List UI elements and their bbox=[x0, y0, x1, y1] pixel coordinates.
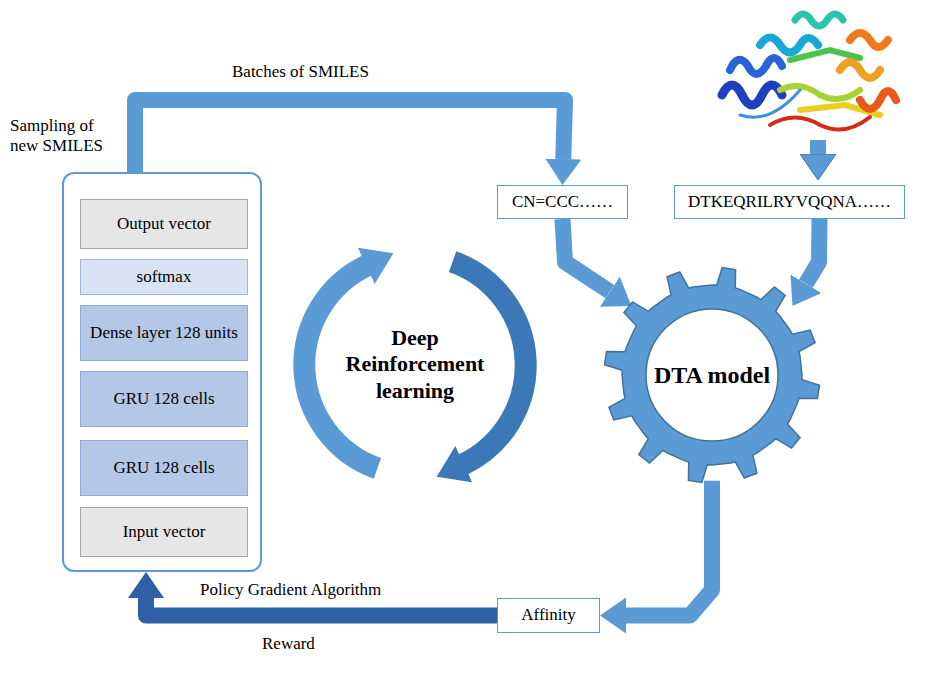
protein-arrow bbox=[810, 140, 826, 154]
box-label: CN=CCC…… bbox=[512, 192, 613, 212]
flow-arrow bbox=[563, 219, 610, 292]
network-panel: Sampling of new SMILESOutput vectorsoftm… bbox=[62, 172, 262, 572]
gear-outline bbox=[604, 267, 819, 482]
layer-box: Input vector bbox=[80, 507, 248, 557]
smiles-box: CN=CCC…… bbox=[497, 185, 628, 219]
layer-box: Output vector bbox=[80, 199, 248, 249]
box-label: GRU 128 cells bbox=[113, 389, 214, 409]
box-label: softmax bbox=[137, 267, 192, 287]
flow-arrow bbox=[135, 100, 565, 172]
box-label: GRU 128 cells bbox=[113, 458, 214, 478]
flow-arrow bbox=[806, 219, 820, 284]
layer-box: GRU 128 cells bbox=[80, 440, 248, 496]
reward-label: Reward bbox=[262, 634, 352, 654]
gear-hub bbox=[646, 309, 778, 441]
box-label: DTKEQRILRYVQQNA…… bbox=[688, 192, 891, 212]
arrow-label: Batches of SMILES bbox=[232, 62, 369, 82]
layer-box: GRU 128 cells bbox=[80, 371, 248, 427]
box-label: Affinity bbox=[521, 605, 575, 625]
protein-illustration bbox=[722, 14, 896, 130]
layer-box: softmax bbox=[80, 259, 248, 295]
gear-label: DTA model bbox=[654, 361, 770, 390]
affinity-box: Affinity bbox=[497, 598, 600, 633]
box-label: Input vector bbox=[123, 522, 206, 542]
box-label: Dense layer 128 units bbox=[90, 323, 238, 343]
arrow-label: Policy Gradient Algorithm bbox=[200, 580, 381, 600]
box-label: Output vector bbox=[117, 214, 211, 234]
layer-box: Dense layer 128 units bbox=[80, 305, 248, 361]
flow-arrow bbox=[626, 481, 712, 616]
model-gear: DTA model bbox=[597, 260, 827, 490]
sequence-box: DTKEQRILRYVQQNA…… bbox=[674, 185, 905, 219]
cycle-title: Deep Reinforcement learning bbox=[330, 325, 500, 404]
flow-arrow bbox=[146, 598, 497, 616]
panel-heading: Sampling of new SMILES bbox=[10, 116, 122, 157]
